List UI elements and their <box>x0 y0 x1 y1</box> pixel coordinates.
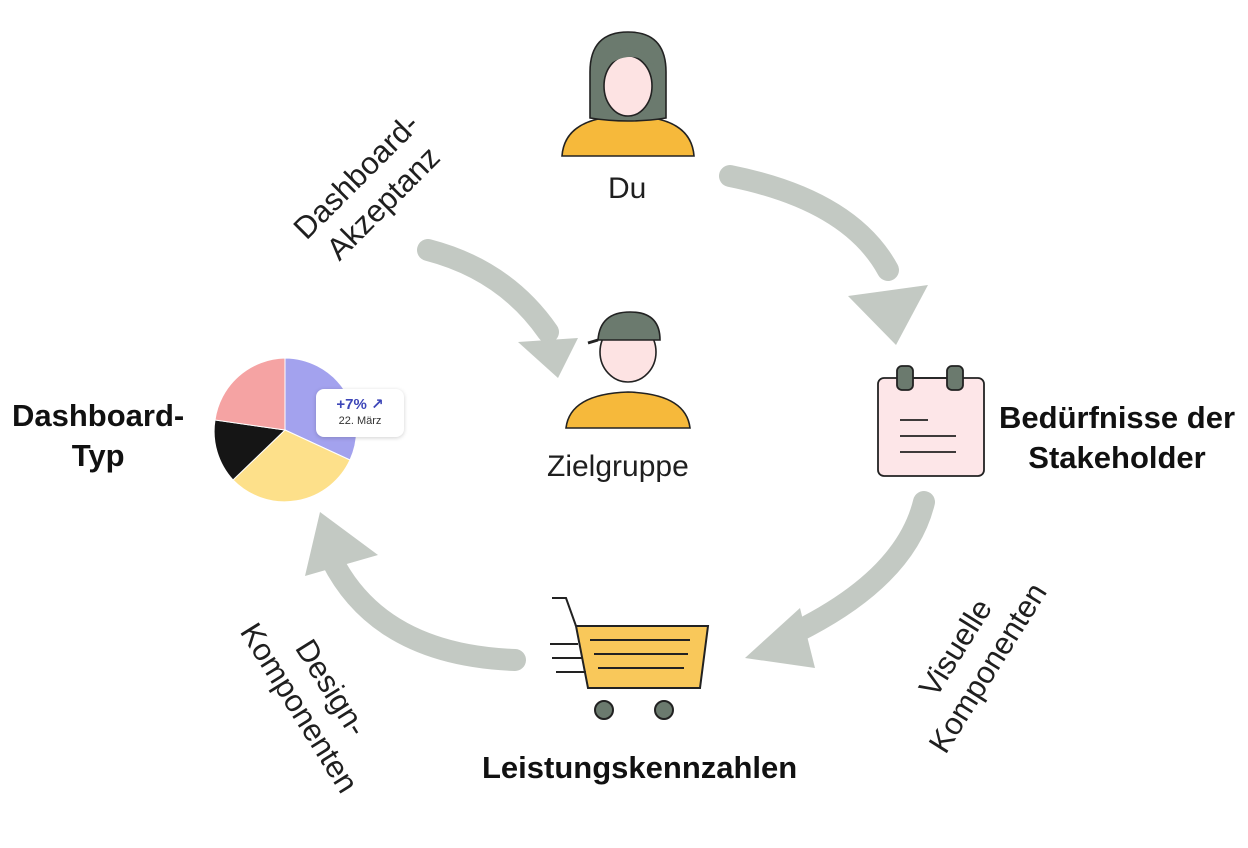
node-dashboard-typ-line2: Typ <box>71 438 125 473</box>
arrow-akzeptanz-to-zielgruppe <box>417 239 559 343</box>
arrow-leistung-to-dashboard <box>321 549 526 671</box>
shopping-cart-icon <box>550 597 710 720</box>
arrowhead-beduerfnisse <box>848 285 928 345</box>
node-beduerfnisse-line1: Bedürfnisse der <box>999 400 1236 435</box>
node-dashboard-typ: Dashboard- Typ <box>12 396 184 476</box>
arrowhead-zielgruppe <box>518 338 578 378</box>
node-zielgruppe: Zielgruppe <box>547 450 689 483</box>
node-beduerfnisse: Bedürfnisse der Stakeholder <box>999 398 1235 478</box>
arrowhead-dashboard <box>305 512 378 576</box>
node-du: Du <box>608 172 647 205</box>
node-leistungskennzahlen: Leistungskennzahlen <box>482 750 798 785</box>
arrowhead-leistung <box>745 608 815 668</box>
arrow-beduerfnisse-to-leistung <box>779 491 935 646</box>
badge-change: +7% ↗ <box>336 396 384 413</box>
person-cap-icon <box>565 311 691 429</box>
arrow-du-to-beduerfnisse <box>719 165 899 281</box>
badge-date: 22. März <box>338 415 382 427</box>
node-beduerfnisse-line2: Stakeholder <box>1028 440 1206 475</box>
node-dashboard-typ-line1: Dashboard- <box>12 398 185 433</box>
notepad-icon <box>877 365 985 477</box>
trend-up-icon: ↗ <box>371 396 384 413</box>
trend-badge: +7% ↗ 22. März <box>316 389 404 437</box>
woman-icon <box>561 31 695 157</box>
